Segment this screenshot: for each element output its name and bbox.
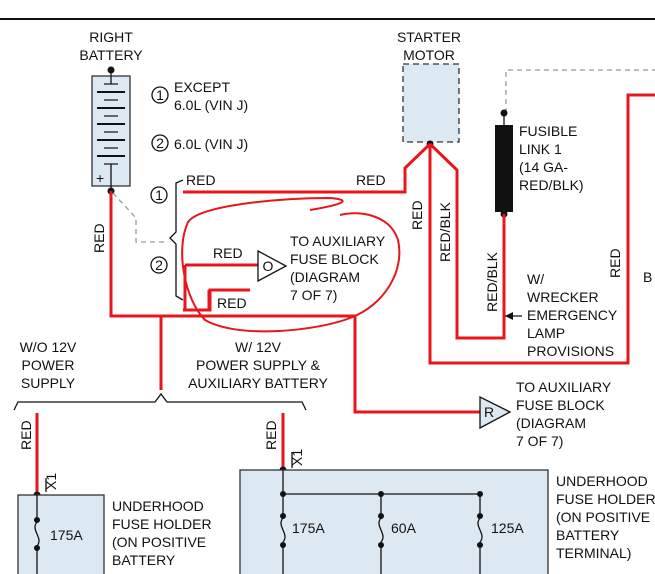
wrecker-line4: LAMP: [527, 325, 565, 341]
aux-r-line3: (DIAGRAM: [516, 415, 586, 431]
config-bracket: [13, 392, 307, 411]
underhood-left-line3: (ON POSITIVE: [112, 534, 206, 550]
annotation-circle: [181, 196, 401, 333]
fuse-r1-icon: [280, 491, 286, 574]
battery-symbol: [91, 66, 131, 195]
wrecker-line1: W/: [527, 271, 544, 287]
wire-label-red-to-o: RED: [213, 245, 243, 261]
fuse-r3-icon: [477, 491, 483, 574]
fusible-line3: (14 GA-: [519, 159, 568, 175]
wrecker-line5: PROVISIONS: [527, 343, 614, 359]
svg-text:O: O: [263, 258, 274, 274]
fuse-holder-left: [17, 494, 105, 574]
red-wires: [35, 93, 655, 495]
edge-label-b: B: [643, 269, 652, 285]
option-1-line1: EXCEPT: [174, 79, 230, 95]
underhood-right-line3: (ON POSITIVE: [556, 509, 650, 525]
fusible-line1: FUSIBLE: [519, 123, 577, 139]
starter-motor-box: [402, 63, 460, 143]
svg-text:2: 2: [156, 135, 164, 151]
wrecker-line2: WRECKER: [527, 289, 599, 305]
option-1-circle: 1: [151, 86, 169, 104]
aux-o-line3: (DIAGRAM: [290, 269, 360, 285]
underhood-right-line4: BATTERY: [556, 527, 620, 543]
fuse-r2-rating: 60A: [391, 520, 417, 536]
option-2-line1: 6.0L (VIN J): [174, 136, 248, 152]
fusible-link: [495, 109, 513, 218]
marker-r: R: [479, 395, 512, 430]
w12v-line3: AUXILIARY BATTERY: [188, 375, 328, 391]
aux-r-line1: TO AUXILIARY: [516, 379, 612, 395]
svg-text:1: 1: [155, 187, 163, 203]
connector-right-label: X1: [289, 449, 305, 466]
svg-text:2: 2: [155, 257, 163, 273]
aux-o-line4: 7 OF 7): [290, 287, 337, 303]
marker-1: 1: [150, 186, 168, 204]
w12v-line1: W/ 12V: [235, 339, 282, 355]
wrecker-arrow-icon: [505, 312, 513, 320]
fuse-holder-right: [239, 469, 549, 574]
underhood-left-line4: BATTERY: [112, 552, 176, 568]
fuse-r2-icon: [378, 491, 384, 574]
wire-label-red-starter: RED: [409, 200, 425, 230]
underhood-right-line2: FUSE HOLDER: [556, 491, 655, 507]
fuse-r1-rating: 175A: [292, 520, 325, 536]
battery-plus-label: +: [96, 170, 104, 186]
aux-o-line2: FUSE BLOCK: [290, 251, 379, 267]
option-1-line2: 6.0L (VIN J): [174, 97, 248, 113]
fuse-r3-rating: 125A: [491, 520, 524, 536]
marker-o: O: [257, 249, 288, 283]
wrecker-line3: EMERGENCY: [527, 307, 618, 323]
starter-title-line1: STARTER: [397, 29, 461, 45]
underhood-left-line1: UNDERHOOD: [112, 498, 204, 514]
wire-label-red-top-right: RED: [356, 172, 386, 188]
starter-title-line2: MOTOR: [403, 47, 455, 63]
wire-label-redblk-starter: RED/BLK: [437, 201, 453, 262]
fuse-left-rating: 175A: [50, 527, 83, 543]
option-bracket: [169, 179, 184, 301]
option-2-circle: 2: [151, 134, 169, 152]
fuse-left-icon: [34, 495, 40, 574]
wire-label-red-left-fuse: RED: [18, 420, 34, 450]
w12v-line2: POWER SUPPLY &: [196, 357, 321, 373]
aux-r-line4: 7 OF 7): [516, 433, 563, 449]
wo12v-line3: SUPPLY: [21, 375, 76, 391]
fusible-line2: LINK 1: [519, 141, 562, 157]
marker-2: 2: [150, 256, 168, 274]
wire-label-red-far-right: RED: [607, 248, 623, 278]
underhood-right-line1: UNDERHOOD: [556, 473, 648, 489]
aux-r-line2: FUSE BLOCK: [516, 397, 605, 413]
wire-label-red-lower: RED: [217, 295, 247, 311]
wo12v-line1: W/O 12V: [20, 339, 77, 355]
underhood-left-line2: FUSE HOLDER: [112, 516, 212, 532]
dashed-option-link: [112, 192, 166, 243]
wire-label-red-right-fuse: RED: [263, 420, 279, 450]
wire-label-redblk-fusible: RED/BLK: [484, 251, 500, 312]
battery-title-line2: BATTERY: [79, 47, 143, 63]
wo12v-line2: POWER: [22, 357, 75, 373]
dashed-top-right: [505, 69, 655, 113]
svg-text:R: R: [484, 404, 494, 420]
connector-left-label: X1: [43, 473, 59, 490]
fusible-line4: RED/BLK): [519, 177, 584, 193]
wire-label-red-battery: RED: [91, 223, 107, 253]
battery-title-line1: RIGHT: [89, 29, 133, 45]
aux-o-line1: TO AUXILIARY: [290, 233, 386, 249]
svg-text:1: 1: [156, 87, 164, 103]
wire-label-red-top: RED: [186, 172, 216, 188]
underhood-right-line5: TERMINAL): [556, 545, 631, 561]
